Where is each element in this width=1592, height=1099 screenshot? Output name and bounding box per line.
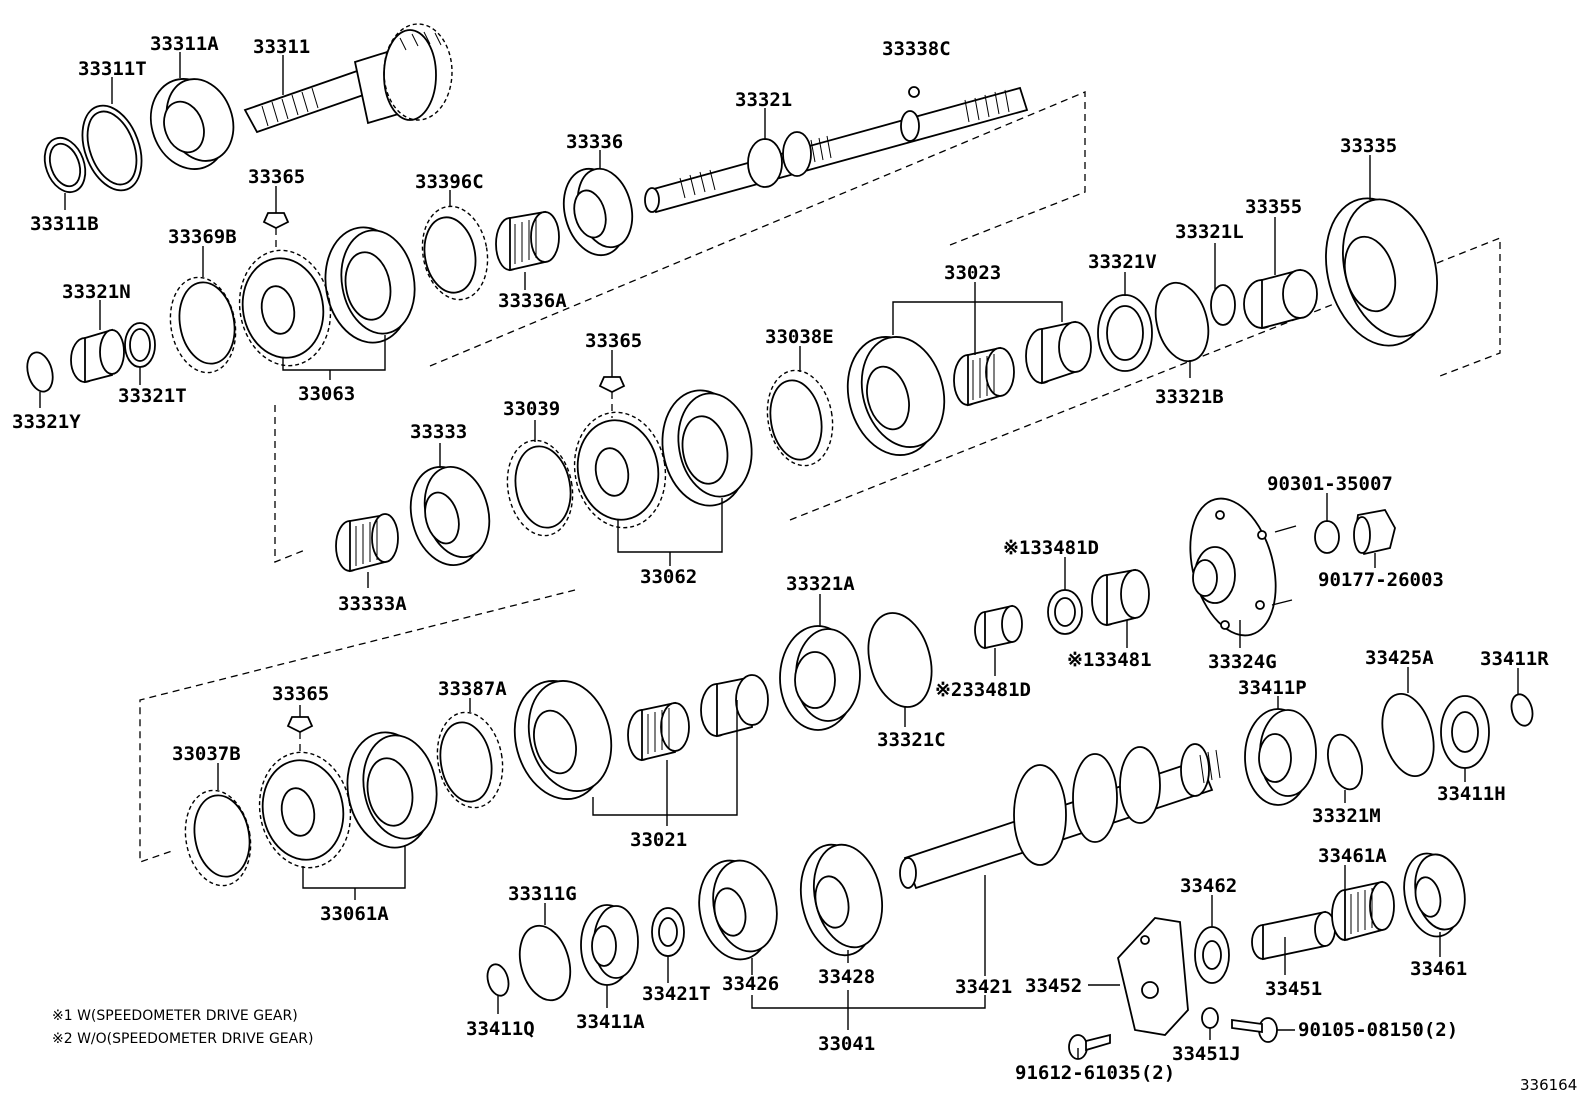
part-label-33411Q: 33411Q [466,1018,535,1040]
part-label-33321T: 33321T [118,385,187,407]
part-label-33421: 33421 [955,976,1012,998]
part-label-33365-row2: 33365 [585,330,642,352]
part-label-33321A: 33321A [786,573,855,595]
part-label-90105-08150: 90105-08150(2) [1298,1019,1458,1041]
part-label-33411H: 33411H [1437,783,1506,805]
part-label-33426: 33426 [722,973,779,995]
assembly-outlines [139,91,1501,863]
notes: ※1 W(SPEEDOMETER DRIVE GEAR) ※2 W/O(SPEE… [52,1008,313,1047]
part-label-33311B: 33311B [30,213,99,235]
part-label-33321V: 33321V [1088,251,1157,273]
part-label-33411A: 33411A [576,1011,645,1033]
part-label-90301-35007: 90301-35007 [1267,473,1393,495]
part-label-33387A: 33387A [438,678,507,700]
part-label-33396C: 33396C [415,171,484,193]
part-label-33321Y: 33321Y [12,411,81,433]
part-label-33355: 33355 [1245,196,1302,218]
part-label-33321N: 33321N [62,281,131,303]
part-label-33481: ※133481 [1067,649,1152,671]
part-label-33335: 33335 [1340,135,1397,157]
part-label-33333A: 33333A [338,593,407,615]
part-label-33311: 33311 [253,36,310,58]
part-label-33041: 33041 [818,1033,875,1055]
row2-parts [335,197,1438,573]
part-label-33311T: 33311T [78,58,147,80]
part-label-33425A: 33425A [1365,647,1434,669]
part-label-90177-26003: 90177-26003 [1318,569,1444,591]
part-label-33324G: 33324G [1208,651,1277,673]
part-label-33451J: 33451J [1172,1043,1241,1065]
part-label-33411R: 33411R [1480,648,1549,670]
part-label-33428: 33428 [818,966,875,988]
part-label-33061A: 33061A [320,903,389,925]
part-label-33462: 33462 [1180,875,1237,897]
part-label-33451: 33451 [1265,978,1322,1000]
note-without-speedometer: ※2 W/O(SPEEDOMETER DRIVE GEAR) [52,1031,313,1047]
part-label-33321: 33321 [735,89,792,111]
row4-parts [184,674,769,887]
part-label-33321C: 33321C [877,729,946,751]
leader-lines [39,52,1519,1059]
part-label-33365-row1: 33365 [248,166,305,188]
part-label-33461A: 33461A [1318,845,1387,867]
part-label-33023: 33023 [944,262,1001,284]
part-label-33481D-wo: ※233481D [935,679,1031,701]
part-label-33338C: 33338C [882,38,951,60]
part-label-33421T: 33421T [642,983,711,1005]
part-label-33411P: 33411P [1238,677,1307,699]
part-label-33452: 33452 [1025,975,1082,997]
part-label-33039: 33039 [503,398,560,420]
part-labels: 33311A 33311 33311T 33311B 33338C 33321 … [12,33,1549,1084]
part-label-33311A: 33311A [150,33,219,55]
row5-parts [486,693,1534,1060]
part-label-33369B: 33369B [168,226,237,248]
part-label-33062: 33062 [640,566,697,588]
part-label-33481D-w: ※133481D [1003,537,1099,559]
part-label-33321L: 33321L [1175,221,1244,243]
part-label-33038E: 33038E [765,326,834,348]
part-label-33021: 33021 [630,829,687,851]
part-label-33461: 33461 [1410,958,1467,980]
part-label-33336A: 33336A [498,290,567,312]
row1-parts [26,23,1029,393]
part-label-33336: 33336 [566,131,623,153]
part-label-33037B: 33037B [172,743,241,765]
part-label-33365-row4: 33365 [272,683,329,705]
part-label-33311G: 33311G [508,883,577,905]
part-label-33333: 33333 [410,421,467,443]
part-label-33321B: 33321B [1155,386,1224,408]
part-label-91612-61035: 91612-61035(2) [1015,1062,1175,1084]
part-label-33321M: 33321M [1312,805,1381,827]
part-label-33063: 33063 [298,383,355,405]
figure-number: 336164 [1520,1076,1577,1094]
note-with-speedometer: ※1 W(SPEEDOMETER DRIVE GEAR) [52,1008,298,1024]
row3-parts [779,497,1396,731]
